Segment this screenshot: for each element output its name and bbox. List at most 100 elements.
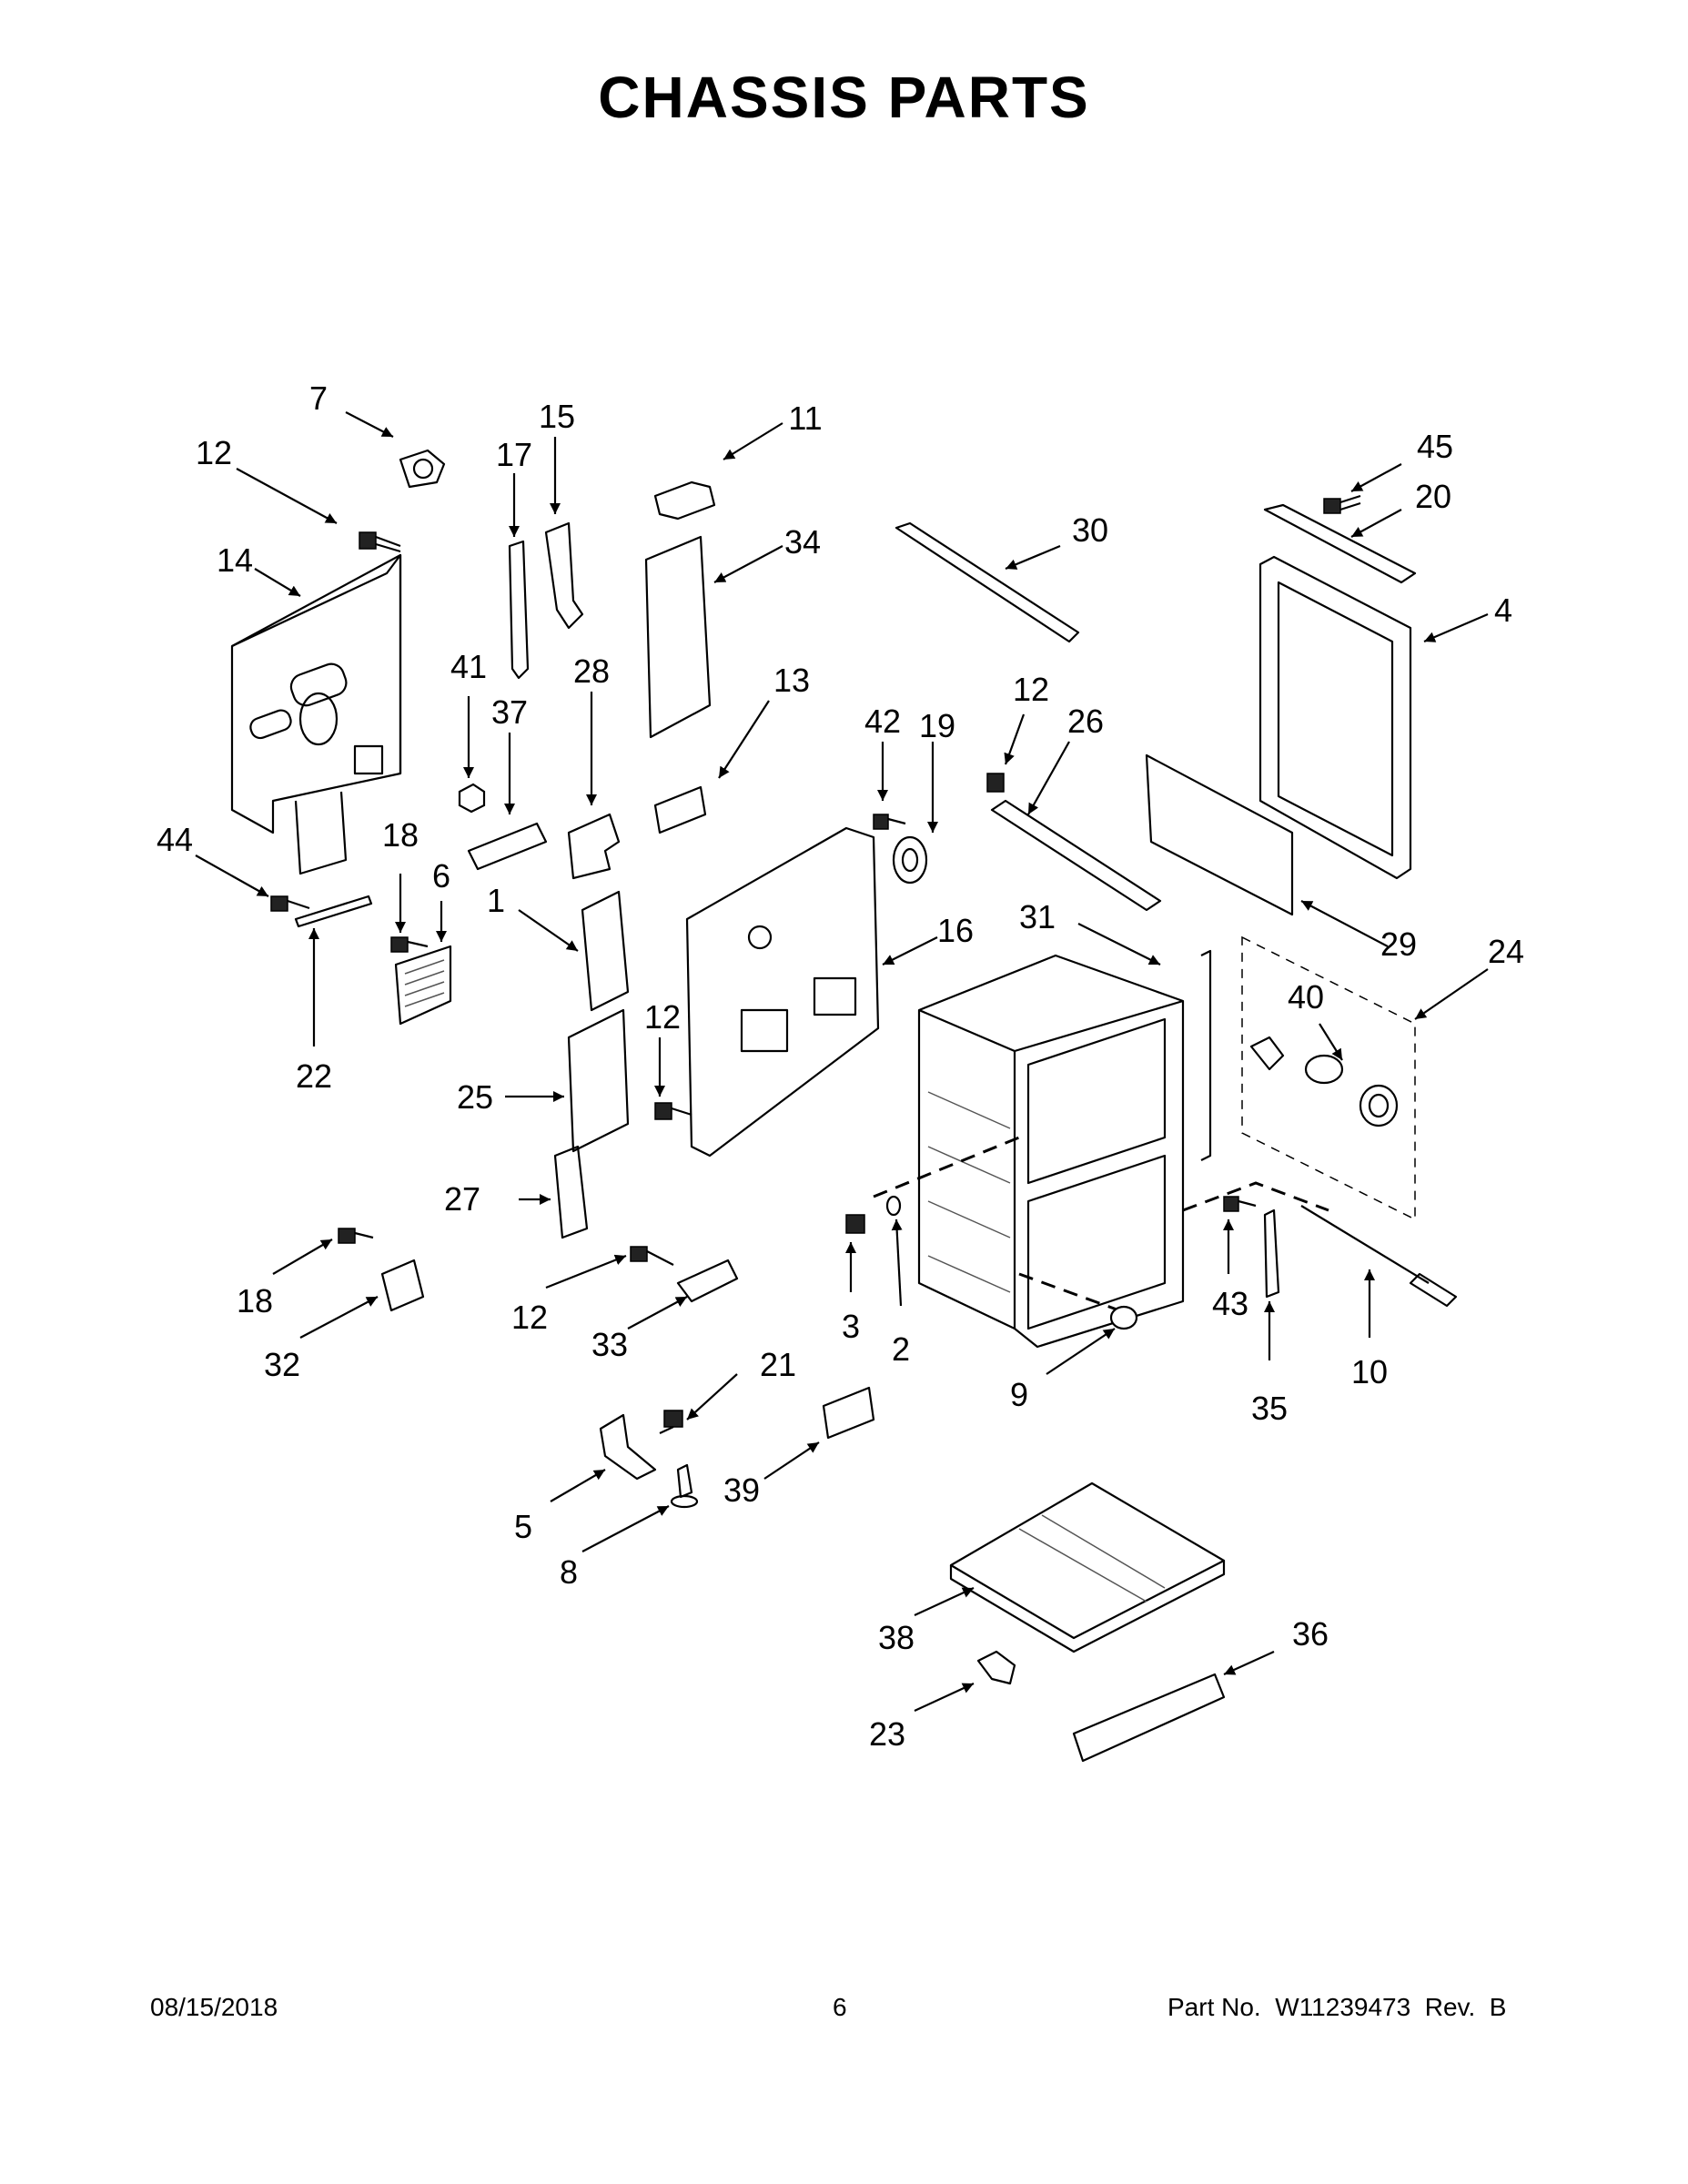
part-12-screw-c: [654, 1102, 692, 1120]
part-12-screw-d: [630, 1246, 674, 1266]
footer-date: 08/15/2018: [150, 1993, 278, 2021]
part-34-plate: [644, 535, 712, 739]
part-26-bracket: [990, 799, 1162, 912]
callout-35: 35: [1251, 1390, 1288, 1427]
leader-lines: [195, 411, 1489, 1712]
part-2-washer: [885, 1195, 902, 1217]
part-29-panel: [1145, 753, 1294, 916]
callout-28: 28: [573, 652, 610, 690]
callout-45: 45: [1417, 428, 1453, 465]
callout-7: 7: [309, 379, 328, 417]
callout-43: 43: [1212, 1285, 1248, 1322]
callout-30: 30: [1072, 511, 1108, 549]
callout-11: 11: [788, 399, 822, 437]
callout-19: 19: [919, 707, 955, 744]
part-31-oven-cavity: [917, 949, 1212, 1349]
part-40-bulb: [1249, 1036, 1399, 1127]
callout-17: 17: [496, 436, 532, 473]
part-35-bracket: [1263, 1208, 1280, 1299]
part-39-bracket: [822, 1386, 875, 1440]
callout-24: 24: [1488, 933, 1524, 970]
callout-12d: 12: [511, 1299, 548, 1336]
part-19-grommet: [892, 835, 928, 885]
part-28-bracket: [567, 813, 621, 880]
callout-31: 31: [1019, 898, 1056, 935]
callout-41: 41: [450, 648, 487, 685]
part-25-panel: [567, 1008, 630, 1153]
part-42-screw: [873, 814, 906, 830]
assembly-line-b: [1018, 1272, 1120, 1312]
callout-8: 8: [560, 1553, 578, 1591]
part-23-clip: [976, 1650, 1016, 1685]
part-20-top-bracket: [1263, 503, 1417, 584]
callout-12c: 12: [644, 998, 681, 1036]
part-36-kick-plate: [1072, 1673, 1226, 1763]
callout-23: 23: [869, 1715, 905, 1753]
part-38-tray: [949, 1481, 1226, 1653]
part-37-terminal-block: [467, 822, 548, 871]
callout-42: 42: [864, 703, 901, 740]
callout-3: 3: [842, 1308, 860, 1345]
part-43-screw: [1223, 1196, 1257, 1212]
part-10-sensor: [1300, 1205, 1458, 1308]
part-6-vent: [394, 945, 452, 1026]
callout-32: 32: [264, 1346, 300, 1383]
callout-20: 20: [1415, 478, 1451, 515]
assembly-line-c: [1182, 1181, 1329, 1212]
callout-37: 37: [491, 693, 528, 731]
part-18-screw-a: [390, 936, 429, 953]
callout-10: 10: [1351, 1353, 1388, 1390]
part-24-dashed-outline: [1241, 935, 1416, 1221]
callout-5: 5: [514, 1508, 532, 1545]
callout-25: 25: [457, 1078, 493, 1116]
callout-6: 6: [432, 857, 450, 895]
part-44-screw: [270, 895, 310, 912]
part-30-rail: [895, 521, 1080, 643]
part-9-plug: [1109, 1305, 1138, 1330]
part-8-leveling-leg: [670, 1463, 699, 1509]
part-3-screw: [845, 1214, 865, 1234]
callout-18b: 18: [237, 1282, 273, 1320]
part-12-screw-a: [359, 531, 401, 553]
callout-labels: 7 12 14 17 15 11 34 30 45 20 4 41 37 28 …: [157, 379, 1524, 1753]
callout-22: 22: [296, 1057, 332, 1095]
callout-12: 12: [196, 434, 232, 471]
callout-36: 36: [1292, 1615, 1329, 1653]
part-27-bracket: [553, 1145, 589, 1239]
part-41-nut: [458, 783, 486, 814]
callout-1: 1: [487, 882, 505, 919]
part-16-side-panel: [685, 826, 880, 1158]
part-5-anti-tip-bracket: [599, 1413, 657, 1481]
footer-part-number: Part No. W11239473 Rev. B: [1167, 1993, 1507, 2021]
callout-12b: 12: [1013, 671, 1049, 708]
part-22-strip: [294, 895, 373, 928]
callout-40: 40: [1288, 978, 1324, 1016]
callout-27: 27: [444, 1180, 480, 1218]
part-11-bracket: [653, 480, 716, 521]
callout-15: 15: [539, 398, 575, 435]
callout-18: 18: [382, 816, 419, 854]
callout-14: 14: [217, 541, 253, 579]
callout-38: 38: [878, 1619, 915, 1656]
callout-9: 9: [1010, 1376, 1028, 1413]
callout-2: 2: [892, 1330, 910, 1368]
callout-21: 21: [760, 1346, 796, 1383]
callout-34: 34: [784, 523, 821, 561]
callout-44: 44: [157, 821, 193, 858]
callout-29: 29: [1380, 925, 1417, 963]
callout-26: 26: [1067, 703, 1104, 740]
part-14-rear-panel: [230, 553, 402, 875]
footer-page-number: 6: [833, 1993, 847, 2021]
part-7-knob: [399, 449, 446, 489]
page-title: CHASSIS PARTS: [598, 65, 1090, 130]
part-4-frame: [1258, 555, 1412, 880]
part-32-bracket: [380, 1259, 425, 1312]
part-18-screw-b: [338, 1228, 374, 1244]
callout-4: 4: [1494, 592, 1512, 629]
callout-16: 16: [937, 912, 974, 949]
part-33-bracket: [676, 1259, 739, 1303]
assembly-line-a: [873, 1136, 1020, 1198]
part-12-screw-b: [986, 773, 1005, 793]
part-45-screw: [1323, 494, 1361, 514]
